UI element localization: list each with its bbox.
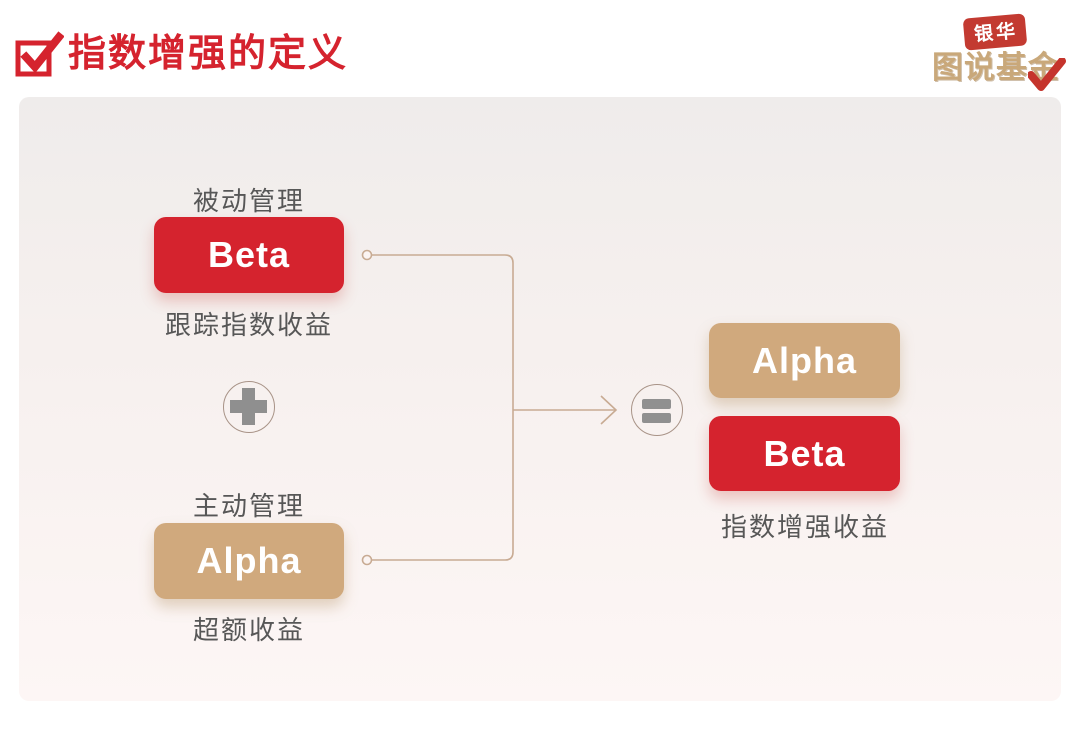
checked-checkbox-icon — [15, 31, 64, 77]
plus-operator — [223, 381, 275, 433]
beta-top-label: 被动管理 — [192, 186, 305, 216]
yinhua-logo: 银华 图说基金 — [930, 8, 1075, 92]
beta-box: Beta — [154, 217, 344, 293]
result-bottom-label: 指数增强收益 — [720, 512, 889, 542]
plus-icon — [224, 382, 274, 432]
equals-icon — [632, 385, 682, 435]
diagram-panel — [19, 97, 1061, 701]
alpha-bottom-label: 超额收益 — [192, 615, 305, 645]
beta-bottom-label: 跟踪指数收益 — [164, 310, 333, 340]
result-beta-box: Beta — [709, 416, 900, 491]
alpha-box: Alpha — [154, 523, 344, 599]
alpha-top-label: 主动管理 — [192, 491, 305, 521]
page-title: 指数增强的定义 — [68, 33, 349, 75]
logo-checkmark-icon — [1028, 58, 1066, 91]
equals-operator — [631, 384, 683, 436]
result-alpha-box: Alpha — [709, 323, 900, 398]
